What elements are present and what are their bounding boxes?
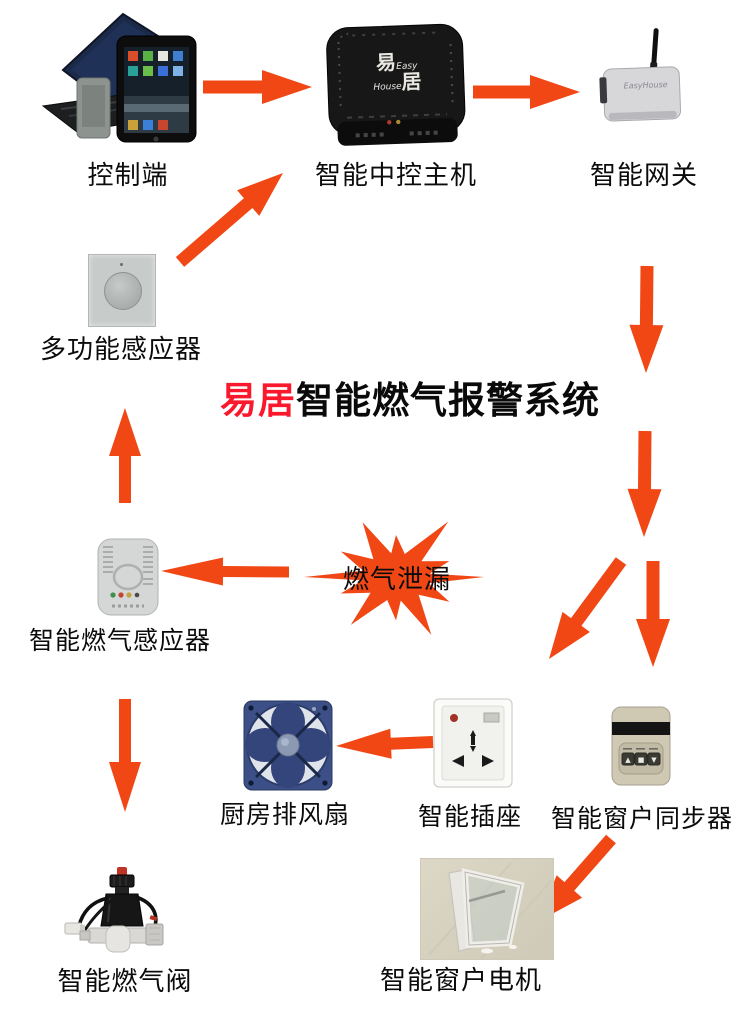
smart-socket-image bbox=[433, 698, 513, 788]
central-host-image bbox=[326, 23, 466, 146]
control-label: 控制端 bbox=[87, 161, 169, 191]
gas-valve-image bbox=[64, 867, 164, 953]
gas-leak-label: 燃气泄漏 bbox=[342, 565, 451, 595]
host-logo-en2: House bbox=[373, 81, 402, 93]
arrow-host-to-gateway-icon bbox=[473, 75, 580, 109]
multi-sensor-led bbox=[120, 263, 123, 266]
arrow-right-chain-mid-icon bbox=[627, 430, 662, 537]
host-logo-cn1: 易 bbox=[375, 50, 397, 75]
gas-valve-label: 智能燃气阀 bbox=[57, 967, 193, 997]
kitchen-fan-image bbox=[243, 700, 333, 791]
window-motor-image bbox=[420, 858, 554, 960]
host-logo: 易Easy House居 bbox=[351, 50, 442, 94]
window-sync-label: 智能窗户同步器 bbox=[551, 804, 734, 833]
sync-down-button-icon: ▼ bbox=[651, 756, 657, 764]
multi-sensor-dome bbox=[104, 272, 142, 310]
page-title-brand: 易居 bbox=[220, 379, 296, 422]
arrow-gassensor-to-valve-icon bbox=[109, 699, 141, 812]
control-devices-image bbox=[41, 12, 197, 143]
gateway-brand-text: EasyHouse bbox=[624, 80, 668, 91]
arrow-multisensor-to-host-icon bbox=[175, 173, 283, 267]
host-label: 智能中控主机 bbox=[314, 161, 477, 191]
page-title: 易居智能燃气报警系统 bbox=[150, 370, 670, 424]
window-motor-label: 智能窗户电机 bbox=[380, 966, 543, 996]
multi-sensor-label: 多功能感应器 bbox=[39, 335, 202, 365]
socket-label: 智能插座 bbox=[417, 802, 522, 831]
arrow-control-to-host-icon bbox=[203, 70, 312, 104]
arrow-leak-to-gassensor-icon bbox=[161, 557, 289, 586]
window-sync-image: ▲ ■ ▼ bbox=[611, 706, 671, 786]
page-title-rest: 智能燃气报警系统 bbox=[296, 379, 600, 422]
arrow-socket-to-fan-icon bbox=[336, 728, 434, 759]
arrow-right-chain-low-icon bbox=[636, 561, 670, 667]
gateway-image: EasyHouse bbox=[599, 28, 682, 122]
gas-leak-starburst bbox=[304, 521, 484, 635]
arrow-gassensor-up-icon bbox=[109, 408, 141, 503]
arrow-sync-to-motor-icon bbox=[539, 834, 616, 921]
gateway-label: 智能网关 bbox=[589, 161, 698, 191]
fan-label: 厨房排风扇 bbox=[219, 800, 350, 829]
multi-sensor-image bbox=[88, 254, 156, 327]
arrow-diag-to-socket-icon bbox=[549, 557, 627, 659]
gas-sensor-label: 智能燃气感应器 bbox=[28, 626, 211, 655]
sync-up-button-icon: ▲ bbox=[625, 756, 631, 764]
host-logo-cn2: 居 bbox=[401, 69, 422, 94]
gas-sensor-image bbox=[97, 538, 159, 616]
sync-stop-button-icon: ■ bbox=[638, 756, 645, 764]
arrow-gateway-down-icon bbox=[629, 265, 664, 373]
